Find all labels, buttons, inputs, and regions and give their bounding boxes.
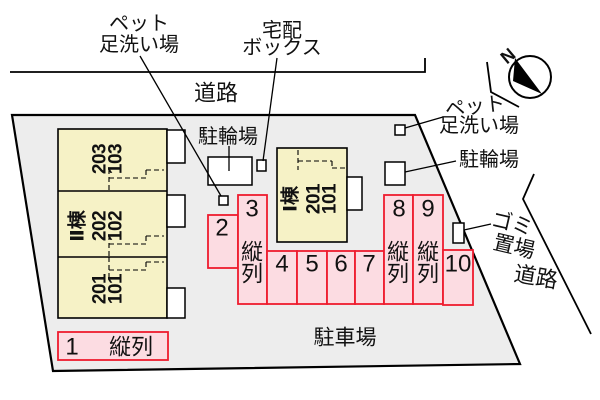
- parking-space-2-number: 2: [215, 215, 228, 242]
- parking-space-6-number: 6: [334, 251, 347, 278]
- delivery-box-label-line2: ボックス: [242, 36, 321, 59]
- parking-space-1-number: 1: [65, 334, 78, 361]
- leader-pet-wash-right: [404, 116, 444, 129]
- parking-space-3-number: 3: [245, 196, 258, 223]
- leader-delivery-box: [262, 57, 278, 162]
- parking-space-9-tandem-char2: 列: [417, 262, 439, 287]
- building-2-unit3-line2: 101: [106, 273, 127, 304]
- building-1-entrance: [346, 176, 363, 211]
- parking-space-9-number: 9: [421, 196, 434, 223]
- building-1-unit1-line2: 101: [320, 183, 341, 214]
- pet-wash-station-right: [394, 124, 406, 136]
- delivery-box-label-line1: 宅配: [262, 19, 302, 42]
- building-2-unit2-line2: 102: [106, 211, 127, 241]
- parking-space-8: [383, 194, 414, 305]
- road-top-line: [10, 58, 426, 73]
- road-right-line-lower: [522, 173, 592, 335]
- compass-needle-icon: [513, 58, 542, 94]
- building-1-outline: [276, 147, 348, 243]
- leader-pet-wash-left: [139, 55, 222, 197]
- parking-space-10: [442, 249, 474, 306]
- leader-garbage: [463, 223, 492, 231]
- north-compass: N: [497, 44, 552, 99]
- building-2-entrance-top: [166, 129, 186, 164]
- building-2-room3-dashed-detail: [108, 257, 164, 279]
- pet-wash-label-left-line1: ペット: [109, 13, 169, 35]
- building-2-outline: [57, 128, 168, 319]
- building-2-room2-dashed-detail: [108, 235, 164, 257]
- parking-space-10-number: 10: [445, 251, 472, 278]
- parking-space-3-tandem-char2: 列: [241, 262, 263, 287]
- delivery-box: [256, 159, 267, 172]
- parking-space-3: [237, 194, 268, 305]
- building-1-name: Ⅰ棟: [279, 185, 302, 212]
- building-2-entrance-bottom: [166, 287, 186, 319]
- parking-space-7-number: 7: [362, 251, 375, 278]
- building-2-entrance-middle: [166, 194, 186, 228]
- building-2-unit3-line1: 201: [90, 273, 111, 304]
- leader-bicycle-right: [404, 160, 457, 173]
- parking-space-5: [296, 250, 328, 305]
- pet-wash-label-right-line2: 足洗い場: [439, 114, 519, 137]
- road-right-line-upper: [486, 61, 520, 108]
- pet-wash-label-left-line2: 足洗い場: [99, 33, 179, 56]
- bicycle-label-right: 駐輪場: [459, 148, 519, 171]
- parking-space-8-number: 8: [392, 196, 405, 223]
- parking-lot-label: 駐車場: [314, 327, 377, 350]
- parking-space-3-tandem-char1: 縦: [241, 240, 263, 265]
- building-2-room1-dashed-detail: [108, 169, 164, 191]
- building-1-dashed-detail: [297, 150, 346, 170]
- parking-space-8-tandem-char2: 列: [387, 262, 409, 287]
- building-1-unit1-line1: 201: [304, 183, 325, 214]
- parking-space-4-number: 4: [275, 251, 288, 278]
- bicycle-label-left: 駐輪場: [198, 125, 258, 148]
- parking-space-9-tandem-char1: 縦: [417, 240, 439, 265]
- bicycle-parking-left: [207, 156, 253, 186]
- parking-space-9: [412, 194, 444, 305]
- building-2-unit1-line1: 203: [90, 144, 111, 174]
- parking-space-7: [354, 250, 385, 305]
- parking-space-5-number: 5: [305, 251, 318, 278]
- road-label-right: 道路: [512, 261, 560, 293]
- building-2-unit1-line2: 103: [106, 144, 127, 174]
- garbage-area: [452, 222, 465, 244]
- bicycle-parking-right: [384, 161, 406, 186]
- parking-space-1-tandem: 縦列: [109, 335, 153, 360]
- parking-space-2: [207, 214, 239, 269]
- building-2-unit2-line1: 202: [90, 211, 111, 241]
- pet-wash-station-left: [218, 195, 229, 206]
- compass-circle: [508, 55, 552, 99]
- parking-space-1: [57, 331, 169, 361]
- building-2-name: Ⅱ棟: [66, 209, 89, 242]
- parking-space-8-tandem-char1: 縦: [387, 240, 409, 265]
- road-label-top: 道路: [194, 81, 238, 106]
